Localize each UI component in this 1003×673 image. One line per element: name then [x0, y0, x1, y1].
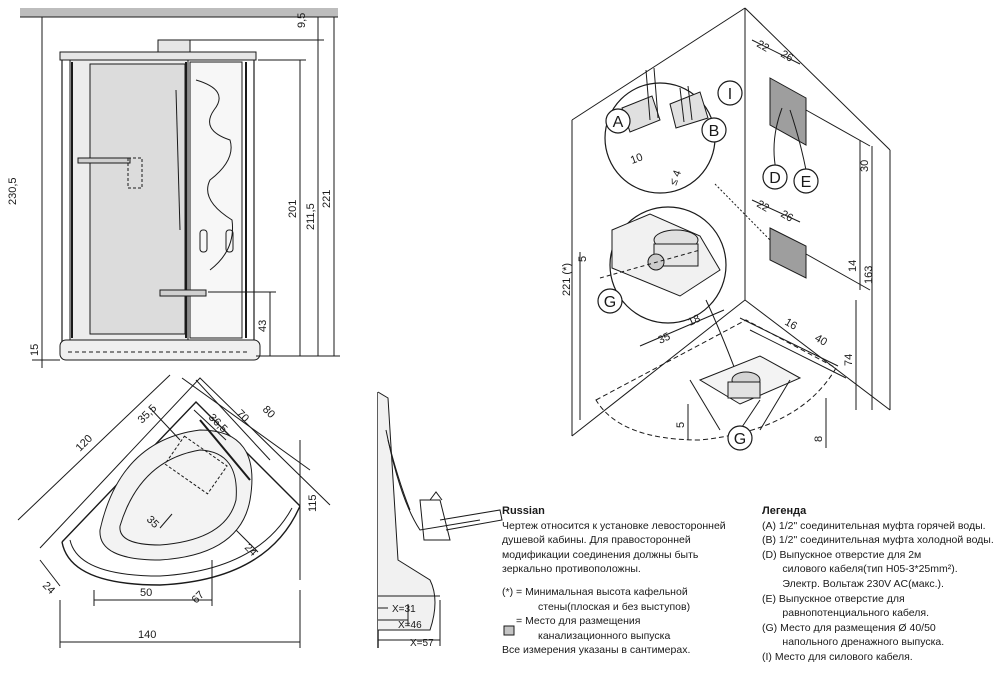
dim-inst-14: 14 [847, 260, 859, 272]
dim-side-x31: X=31 [392, 604, 416, 615]
legend-item: Электр. Вольтаж 230V AC(макс.). [762, 577, 944, 590]
dim-inst-22-low: 22 [755, 198, 772, 215]
marker-a: A [613, 114, 624, 131]
dim-inst-221-star: 221 (*) [561, 263, 573, 296]
dim-front-15: 15 [29, 344, 41, 356]
marker-g-top-circle [597, 288, 623, 314]
dim-inst-26-top: 26 [779, 48, 796, 65]
notes-line: душевой кабины. Для правосторонней [502, 534, 691, 547]
dim-inst-18: 18 [686, 313, 702, 329]
dim-inst-5-bottom: 5 [675, 422, 687, 428]
notes-block: Russian Чертеж относится к установке лев… [502, 504, 742, 658]
dim-front-43: 43 [257, 320, 269, 332]
dim-inst-163: 163 [863, 266, 875, 284]
marker-d-circle [762, 164, 788, 190]
dim-front-230-5: 230,5 [7, 177, 19, 205]
marker-g-top: G [604, 294, 616, 311]
legend-item: силового кабеля(тип H05-3*25mm²). [762, 563, 958, 576]
square-note-label: = [516, 615, 523, 628]
marker-d: D [769, 170, 781, 187]
dim-inst-74: 74 [843, 354, 855, 366]
marker-b: B [709, 123, 720, 140]
dim-inst-22-top: 22 [755, 38, 772, 55]
legend-item: напольного дренажного выпуска. [762, 636, 945, 649]
dim-fitting-le4: ≤ 4 [668, 169, 684, 187]
drain-area-swatch [503, 625, 515, 636]
legend-item: (A) 1/2" соединительная муфта горячей во… [762, 519, 986, 532]
dim-front-211-5: 211,5 [305, 203, 317, 230]
legend-title: Легенда [762, 505, 807, 517]
notes-line: модификации соединения должны быть [502, 548, 699, 561]
installation-view [571, 7, 891, 448]
legend-item: (D) Выпускное отверстие для 2м [762, 548, 922, 561]
legend-item: (I) Место для силового кабеля. [762, 650, 913, 663]
square-note-text: Место для размещения [525, 615, 641, 628]
marker-i: I [728, 86, 732, 103]
marker-e: E [801, 174, 812, 191]
dim-side-x46: X=46 [398, 620, 422, 631]
notes-line: Чертеж относится к установке левосторонн… [502, 519, 726, 532]
legend-item: равнопотенциального кабеля. [762, 607, 930, 620]
dim-side-x57: X=57 [410, 638, 434, 649]
dim-inst-30: 30 [859, 160, 871, 172]
marker-b-circle [701, 117, 727, 143]
marker-g-bottom: G [734, 431, 746, 448]
dim-top-80: 80 [260, 404, 277, 421]
dim-inst-5-top: 5 [577, 256, 589, 262]
dim-front-9-5: 9,5 [296, 13, 308, 28]
star-note-text: Минимальная высота кафельной [525, 585, 688, 598]
dim-top-50: 50 [140, 587, 152, 599]
top-view [17, 374, 331, 648]
dim-top-35-5: 35,5 [136, 402, 160, 426]
dim-top-70: 70 [234, 408, 251, 425]
marker-g-bottom-circle [727, 425, 753, 451]
marker-a-circle [605, 108, 631, 134]
dim-top-24-left: 24 [40, 580, 57, 597]
dim-front-221: 221 [321, 190, 333, 208]
front-view [20, 8, 340, 368]
notes-footer: Все измерения указаны в сантимерах. [502, 644, 691, 657]
dim-front-201: 201 [287, 200, 299, 218]
dim-top-24-right: 24 [242, 542, 259, 559]
legend-block: Легенда (A) 1/2" соединительная муфта го… [762, 504, 1000, 665]
marker-e-circle [793, 168, 819, 194]
dim-top-140: 140 [138, 629, 156, 641]
dim-inst-26-low: 26 [779, 208, 796, 225]
square-note-text-2: канализационного выпуска [538, 629, 671, 642]
dim-top-120: 120 [74, 433, 95, 454]
dim-top-67: 67 [190, 589, 207, 606]
star-note-label: (*) = [502, 585, 523, 598]
legend-item: (B) 1/2" соединительная муфта холодной в… [762, 534, 994, 547]
dim-inst-8: 8 [813, 436, 825, 442]
dim-inst-16: 16 [783, 316, 800, 333]
dim-inst-35: 35 [656, 331, 672, 347]
dim-fitting-10: 10 [629, 151, 645, 166]
star-note-text-2: стены(плоская и без выступов) [538, 600, 691, 613]
side-view [377, 391, 503, 648]
marker-i-circle [717, 80, 743, 106]
dim-top-115: 115 [307, 494, 319, 512]
notes-line: зеркально противоположны. [502, 563, 641, 576]
legend-item: (E) Выпускное отверстие для [762, 592, 905, 605]
legend-item: (G) Место для размещения Ø 40/50 [762, 621, 936, 634]
notes-title: Russian [502, 505, 545, 517]
dim-inst-40: 40 [813, 332, 830, 349]
